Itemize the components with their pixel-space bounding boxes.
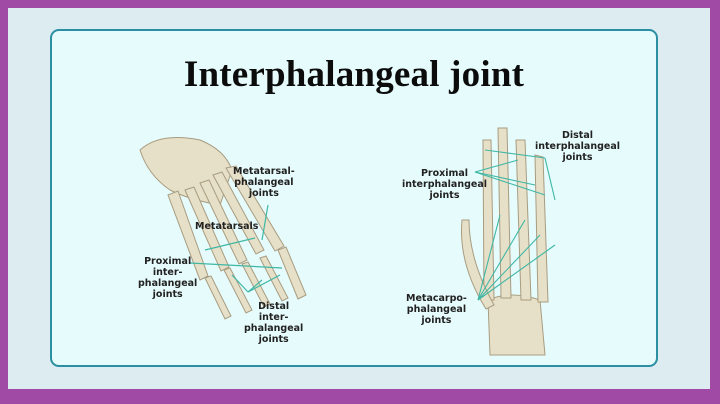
label-metatarsals: Metatarsals [195,221,259,232]
label-foot-proximal-interphalangeal-joints: Proximal inter- phalangeal joints [138,256,198,300]
label-hand-proximal-interphalangeal-joints: Proximal interphalangeal joints [402,168,488,201]
slide-panel: Interphalangeal joint [50,29,658,367]
slide-title: Interphalangeal joint [183,54,525,95]
label-foot-distal-interphalangeal-joints: Distal inter- phalangeal joints [244,301,304,345]
label-metacarpophalangeal-joints: Metacarpo- phalangeal joints [406,293,467,326]
label-metatarsophalangeal-joints: Metatarsal- phalangeal joints [233,166,295,199]
label-hand-distal-interphalangeal-joints: Distal interphalangeal joints [535,130,621,163]
